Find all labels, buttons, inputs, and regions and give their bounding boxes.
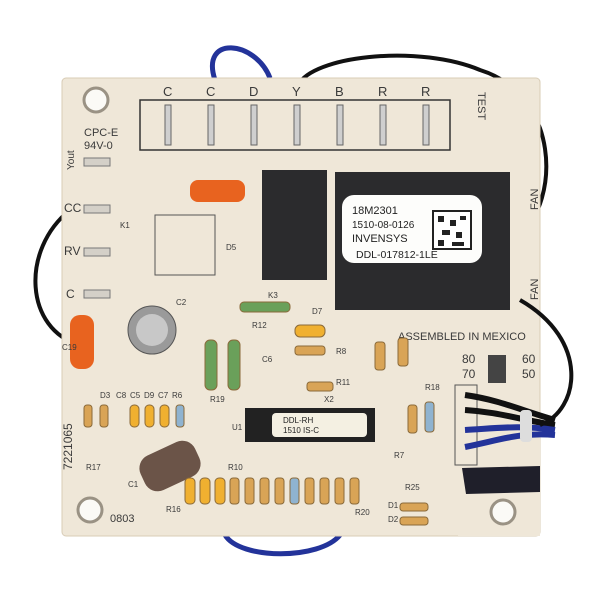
ref-u1: U1 bbox=[232, 423, 243, 432]
ref-c19: C19 bbox=[62, 343, 77, 352]
ref-c8: C8 bbox=[116, 391, 127, 400]
speed-60: 60 bbox=[522, 352, 536, 366]
ref-c1: C1 bbox=[128, 480, 139, 489]
terminal-label-d: D bbox=[249, 84, 258, 99]
ref-c5: C5 bbox=[130, 391, 141, 400]
terminal-label-rv: RV bbox=[64, 244, 80, 258]
ref-k1: K1 bbox=[120, 221, 130, 230]
ref-x2: X2 bbox=[324, 395, 334, 404]
speed-50: 50 bbox=[522, 367, 536, 381]
terminal-label-b: B bbox=[335, 84, 344, 99]
ref-r7: R7 bbox=[394, 451, 405, 460]
ref-r18: R18 bbox=[425, 383, 440, 392]
blue-lead-1 bbox=[464, 424, 556, 433]
terminal-label-y: Y bbox=[292, 84, 301, 99]
cert-mark-line1: CPC-E bbox=[84, 127, 118, 139]
mounting-holes bbox=[76, 86, 517, 526]
marker-blot bbox=[462, 466, 540, 494]
relay-label-line1: 18M2301 bbox=[352, 205, 398, 217]
blue-wire-top bbox=[210, 45, 273, 81]
ref-d1: D1 bbox=[388, 501, 399, 510]
ref-r16: R16 bbox=[166, 505, 181, 514]
ic-label-line1: DDL-RH bbox=[283, 416, 313, 425]
cable-tie bbox=[520, 410, 532, 442]
ref-r12: R12 bbox=[252, 321, 267, 330]
ref-d2: D2 bbox=[388, 515, 399, 524]
ref-c7: C7 bbox=[158, 391, 169, 400]
speed-80: 80 bbox=[462, 352, 476, 366]
ref-d5: D5 bbox=[226, 243, 237, 252]
ref-r11: R11 bbox=[336, 378, 351, 387]
speed-70: 70 bbox=[462, 367, 476, 381]
datamatrix-code bbox=[432, 210, 472, 250]
test-label: TEST bbox=[475, 92, 487, 120]
relay-k3 bbox=[262, 170, 327, 280]
spade-terminals bbox=[83, 157, 111, 299]
relay-label-line3: INVENSYS bbox=[352, 233, 408, 245]
terminal-label-yout: Yout bbox=[66, 150, 77, 170]
date-code: 0803 bbox=[110, 513, 134, 525]
ref-c2: C2 bbox=[176, 298, 187, 307]
relay-label-line2: 1510-08-0126 bbox=[352, 220, 415, 231]
terminal-label-c1: C bbox=[163, 84, 172, 99]
black-wire-top bbox=[298, 53, 549, 237]
speed-tap-header bbox=[454, 384, 478, 466]
part-number: 7221065 bbox=[61, 423, 75, 470]
ref-r25: R25 bbox=[405, 483, 420, 492]
relay-label-line4: DDL-017812-1LE bbox=[356, 249, 438, 261]
orange-capacitor bbox=[190, 180, 245, 202]
ref-k3: K3 bbox=[268, 291, 278, 300]
blue-lead-2 bbox=[464, 431, 556, 450]
relay-k1-outline bbox=[154, 214, 216, 276]
terminal-pins bbox=[164, 104, 430, 146]
ref-r20: R20 bbox=[355, 508, 370, 517]
ref-r19: R19 bbox=[210, 395, 225, 404]
ref-d3: D3 bbox=[100, 391, 111, 400]
terminal-label-r1: R bbox=[378, 84, 387, 99]
ref-d7: D7 bbox=[312, 307, 323, 316]
ref-r6: R6 bbox=[172, 391, 183, 400]
ref-d9: D9 bbox=[144, 391, 155, 400]
terminal-block-outline bbox=[139, 99, 451, 151]
blue-wire-bottom bbox=[222, 533, 342, 557]
ref-c6: C6 bbox=[262, 355, 273, 364]
ic-label-line2: 1510 IS-C bbox=[283, 426, 319, 435]
cert-mark-line2: 94V-0 bbox=[84, 140, 113, 152]
fan-label-1: FAN bbox=[529, 189, 541, 210]
assembled-in-mexico: ASSEMBLED IN MEXICO bbox=[398, 331, 526, 343]
capacitor-c19 bbox=[70, 315, 94, 369]
ref-r8: R8 bbox=[336, 347, 347, 356]
speed-jumper bbox=[488, 355, 506, 383]
black-wire-right bbox=[519, 298, 574, 427]
fan-label-2: FAN bbox=[529, 279, 541, 300]
terminal-label-cc: CC bbox=[64, 201, 82, 215]
capacitor-c1 bbox=[139, 440, 201, 492]
terminal-label-r2: R bbox=[421, 84, 430, 99]
terminal-label-c: C bbox=[66, 287, 75, 301]
resistors bbox=[83, 301, 435, 526]
ref-r10: R10 bbox=[228, 463, 243, 472]
terminal-label-c2: C bbox=[206, 84, 215, 99]
ref-r17: R17 bbox=[86, 463, 101, 472]
black-lead-1 bbox=[464, 392, 556, 423]
